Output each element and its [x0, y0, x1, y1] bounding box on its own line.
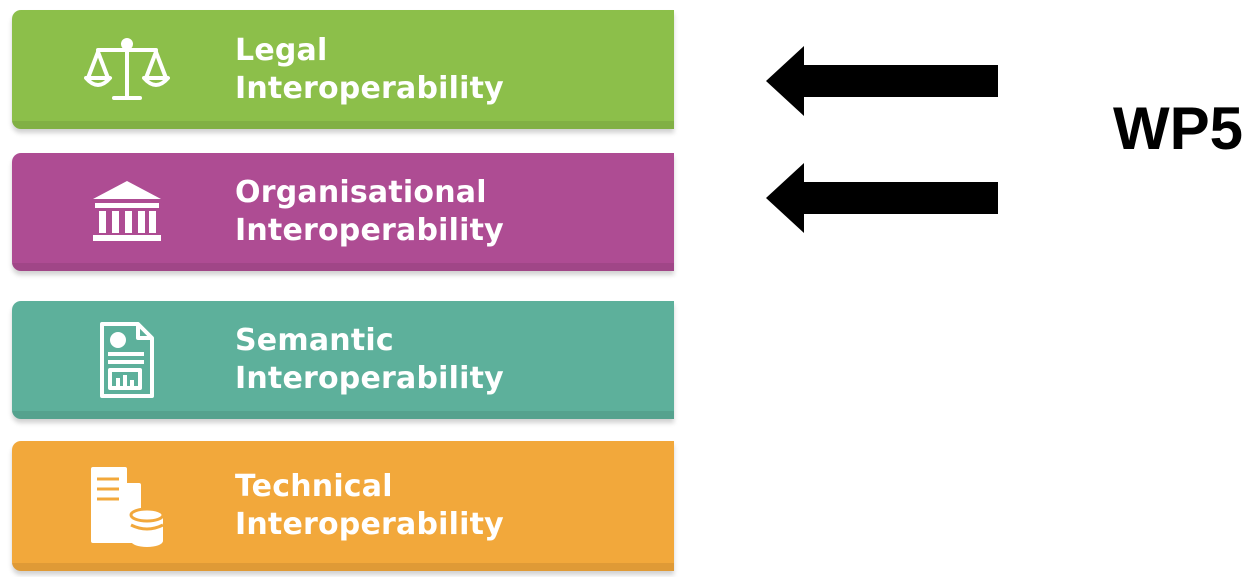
layer-semantic-interoperability: Semantic Interoperability [12, 301, 674, 419]
layer-title: Semantic [235, 323, 394, 358]
layer-shadow [12, 563, 674, 571]
arrow-left-icon [766, 163, 998, 233]
layer-technical-interoperability: Technical Interoperability [12, 441, 674, 571]
layer-label: Semantic Interoperability [235, 301, 504, 419]
layer-title: Technical [235, 469, 393, 504]
scales-of-justice-icon [72, 10, 182, 129]
document-data-icon [72, 301, 182, 419]
layer-label: Legal Interoperability [235, 10, 504, 129]
arrow-left-icon [766, 46, 998, 116]
layer-title: Legal [235, 32, 328, 68]
layer-title: Organisational [235, 175, 487, 210]
institution-building-icon [72, 153, 182, 271]
layer-shadow [12, 121, 674, 129]
layer-label: Organisational Interoperability [235, 153, 504, 271]
layer-legal-interoperability: Legal Interoperability [12, 10, 674, 129]
layer-subtitle: Interoperability [235, 361, 504, 396]
layer-shadow [12, 411, 674, 419]
layer-label: Technical Interoperability [235, 441, 504, 571]
layer-subtitle: Interoperability [235, 507, 504, 542]
layer-subtitle: Interoperability [235, 70, 504, 106]
layer-organisational-interoperability: Organisational Interoperability [12, 153, 674, 271]
server-database-icon [72, 441, 182, 571]
layer-shadow [12, 263, 674, 271]
layer-subtitle: Interoperability [235, 213, 504, 248]
work-package-label: WP5 [1113, 95, 1244, 162]
